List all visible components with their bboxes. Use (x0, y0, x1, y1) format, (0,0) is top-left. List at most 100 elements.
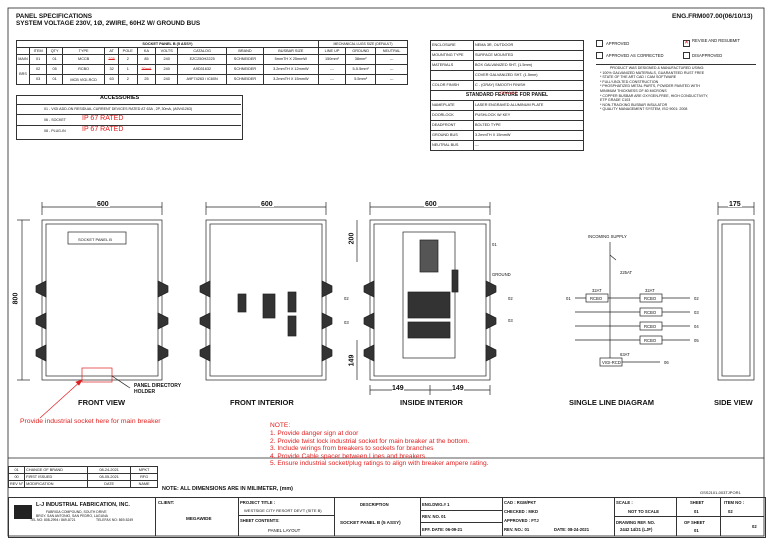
sld-port: 02 (694, 296, 699, 301)
side-view-title: SIDE VIEW (714, 398, 753, 407)
cell: MODIFICATION (24, 480, 89, 488)
description-label: DESCRIPTION (360, 502, 389, 507)
accessories-title: ACCESSORIES (100, 95, 140, 101)
of-sheet-label: OF SHEET (684, 520, 705, 525)
note-item: 3. Include wirings from breakers to sock… (270, 445, 434, 452)
drawing-ref-label: DRAWING REF. NO. (616, 520, 656, 525)
divider (16, 104, 241, 105)
eff-date: EFF. DATE: 06-09-21 (422, 527, 463, 532)
front-view-enclosure (41, 219, 163, 381)
note-item: 4. Provide Cable spacer between Lines an… (270, 452, 426, 460)
document-number: GSS2101-003TJPOR1 (700, 490, 741, 495)
approved-corrected-label: APPROVED AS CORRECTED (606, 53, 664, 58)
divider (614, 516, 764, 517)
dim-left: 149 (392, 385, 404, 392)
dim-height: 800 (12, 292, 20, 305)
interior-label: 03 (344, 320, 349, 325)
divider (676, 497, 677, 536)
sheet-contents-label: SHEET CONTENTS: (240, 518, 280, 523)
accessory-item: 06 - SOCKET (44, 118, 66, 122)
dim-right: 149 (452, 385, 464, 392)
cell: 2 (117, 74, 138, 85)
divider (420, 510, 502, 511)
description: SOCKET PANEL B (5 ASSY) (340, 520, 401, 525)
accessories-box (16, 95, 243, 140)
directory-holder-box (81, 367, 113, 383)
socket-panel-table: SOCKET PANEL B (5 ASSY) MECHANICAL LUGS … (16, 40, 409, 85)
interior-label: GROUND (492, 272, 511, 277)
itemno-label: ITEM NO : (724, 500, 745, 505)
cell: 08-05-2021 (87, 473, 132, 481)
cell: --- (473, 140, 584, 151)
cell: REV N° (7, 480, 26, 488)
front-view-title: FRONT VIEW (78, 398, 126, 407)
divider (720, 497, 721, 536)
cell: 3.2mmTH X 15mmW (262, 74, 319, 85)
cell: CHANGE OF BRAND (24, 466, 89, 474)
interior-label: 01 (492, 242, 497, 247)
statement: * STATE OF THE ART CAD / CAM SOFTWARE (600, 75, 677, 80)
itemno: 02 (728, 509, 733, 514)
sld-breaker: RCBO (644, 310, 657, 315)
cad: CAD : RGM/PKT (504, 500, 537, 505)
cell: DATE (87, 480, 132, 488)
of-sheet: 01 (694, 528, 699, 533)
sld-breaker: RCBO (644, 324, 657, 329)
sld-supply: INCOMING SUPPLY (588, 234, 627, 239)
sld-breaker: RCBO (644, 338, 657, 343)
sld-rating: 32AT (592, 288, 602, 293)
interior-label: 03 (508, 318, 513, 323)
sheet-contents: PANEL LAYOUT (268, 528, 301, 533)
statement: * FULLY-BOLTED CONSTRUCTION (600, 79, 659, 84)
rev-no-2: REV. NO.: 01 (504, 527, 530, 532)
inside-interior-enclosure (369, 219, 491, 381)
sld-title: SINGLE LINE DIAGRAM (569, 398, 655, 407)
cell: 01 (7, 466, 26, 474)
approved-corrected-checkbox[interactable] (596, 52, 603, 59)
dim-bottom: 149 (348, 354, 356, 367)
statement: ETP GRADE C103 (600, 98, 631, 103)
statement: PRODUCT WAS DESIGNED & MANUFACTURED USIN… (610, 66, 705, 70)
side-view-enclosure (717, 219, 755, 381)
sld-rating: 32AT (645, 288, 655, 293)
statement: * 100% GALVANIZED MATERIALS, GUARANTEED … (600, 70, 705, 75)
divider (420, 522, 502, 523)
sld-vigi: VIGI-RCD (602, 360, 621, 365)
accessory-item: 01 - VIGI ADD-ON RESIDUAL CURRENT DEVICE… (44, 107, 193, 111)
sheet-label: SHEET (690, 500, 704, 505)
statement: * PHOSPHATIZED METAL PARTS, POWDER PAINT… (600, 84, 700, 89)
company-name: L-J INDUSTRIAL FABRICATION, INC. (36, 502, 130, 508)
approved-by: APPROVED : FTJ (504, 518, 539, 523)
sld-port: 05 (694, 338, 699, 343)
date: DATE: 08-24-2021 (554, 527, 590, 532)
sheet: 01 (694, 509, 699, 514)
divider (502, 497, 503, 536)
note-item: 1. Provide danger sign at door (270, 430, 359, 437)
header-title: PANEL SPECIFICATIONS (16, 13, 92, 20)
dim-width-interior: 600 (260, 201, 274, 208)
cell: MPKT (130, 466, 158, 474)
drawing-ref: 2442 14/21 (LJF) (620, 527, 653, 532)
cell: NAME (130, 480, 158, 488)
project-title: WESTSIDE CITY RESORT DEV'T (SITE B) (244, 508, 322, 513)
dim-side: 175 (728, 201, 742, 208)
sld-port: 04 (694, 324, 699, 329)
project-label: PROJECT TITLE : (240, 500, 276, 505)
sld-port: 03 (694, 310, 699, 315)
dimension-note: NOTE: ALL DIMENSIONS ARE IN MILIMETER, (… (162, 486, 293, 492)
dim-width-front: 600 (96, 201, 110, 208)
quality-statements: PRODUCT WAS DESIGNED & MANUFACTURED USIN… (600, 66, 760, 112)
approved-checkbox[interactable] (596, 40, 603, 47)
cell: --- (375, 74, 408, 85)
title-block (8, 497, 766, 538)
disapproved-checkbox[interactable] (683, 52, 690, 59)
accessory-item: 08 - PLUG-IN (44, 129, 66, 133)
divider (238, 497, 239, 536)
revise-checkbox[interactable]: ✕ (683, 40, 690, 47)
divider (334, 497, 335, 536)
company-address: FABRIGA COMPOUND, SOUTH DRIVE (46, 510, 107, 514)
sld-main: 225AT (620, 270, 633, 275)
divider (596, 64, 756, 65)
